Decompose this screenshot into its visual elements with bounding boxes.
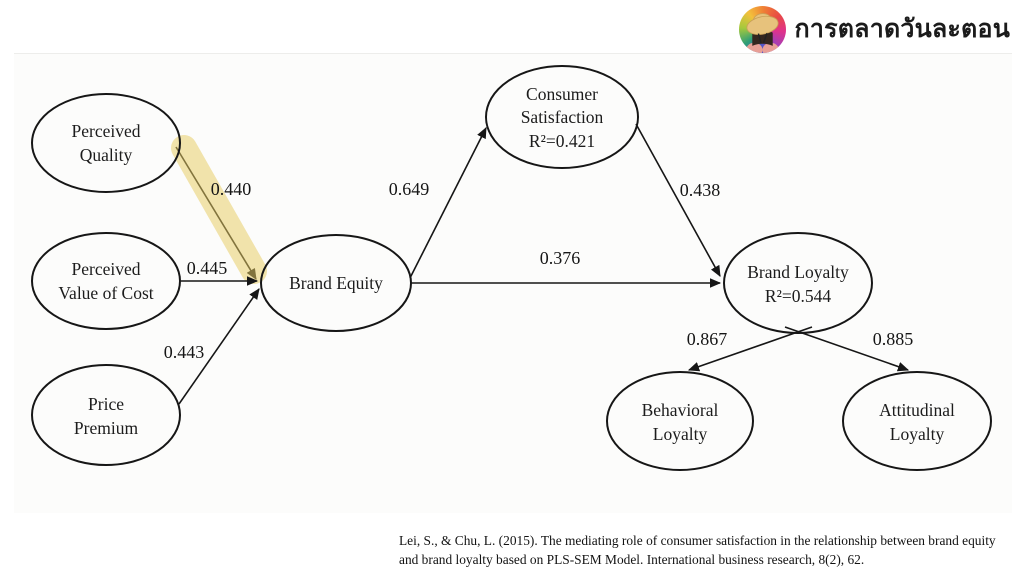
node-label: Brand Equity <box>289 273 383 293</box>
node-consumer-satisfaction: Consumer Satisfaction R²=0.421 <box>485 65 639 169</box>
coefficient-label-bl-attitudinal: 0.885 <box>873 329 914 349</box>
coefficient-label-pvc-be: 0.445 <box>187 258 228 278</box>
citation-line-1: Lei, S., & Chu, L. (2015). The mediating… <box>399 533 996 548</box>
straw-hat-person-icon <box>745 12 779 53</box>
node-ellipse <box>723 232 873 334</box>
coefficient-label-be-bl: 0.376 <box>540 248 581 268</box>
node-ellipse <box>31 93 181 193</box>
edge-consumer-satisfaction-to-brand-loyalty <box>635 123 721 277</box>
highlight-marker-band <box>171 135 267 284</box>
node-brand-loyalty: Brand Loyalty R²=0.544 <box>723 232 873 334</box>
node-label: Premium <box>74 418 139 438</box>
coefficient-label-cs-bl: 0.438 <box>680 180 721 200</box>
node-label: Brand Loyalty <box>747 262 849 282</box>
node-ellipse <box>31 232 181 330</box>
node-ellipse <box>485 65 639 169</box>
brand-logo-icon <box>738 5 786 53</box>
node-label: R²=0.544 <box>765 286 831 306</box>
node-perceived-value-of-cost: Perceived Value of Cost <box>31 232 181 330</box>
node-label: Price <box>88 394 124 414</box>
brand-name-text: การตลาดวันละตอน <box>794 15 1010 43</box>
node-ellipse <box>606 371 754 471</box>
node-ellipse <box>31 364 181 466</box>
node-label: R²=0.421 <box>529 131 595 151</box>
citation-block: Lei, S., & Chu, L. (2015). The mediating… <box>399 531 1015 569</box>
edge-brand-equity-to-consumer-satisfaction <box>409 127 487 279</box>
node-label: Quality <box>80 145 133 165</box>
coefficient-label-pq-be: 0.440 <box>211 179 252 199</box>
node-label: Perceived <box>72 259 141 279</box>
node-label: Loyalty <box>653 424 708 444</box>
coefficient-label-bl-behavioral: 0.867 <box>687 329 728 349</box>
brand-header: การตลาดวันละตอน <box>738 4 1010 54</box>
coefficient-label-be-cs: 0.649 <box>389 179 430 199</box>
node-behavioral-loyalty: Behavioral Loyalty <box>606 371 754 471</box>
node-ellipse <box>260 234 412 332</box>
node-label: Loyalty <box>890 424 945 444</box>
coefficient-label-pp-be: 0.443 <box>164 342 205 362</box>
node-label: Perceived <box>72 121 141 141</box>
node-price-premium: Price Premium <box>31 364 181 466</box>
node-ellipse <box>842 371 992 471</box>
edge-price-premium-to-brand-equity <box>178 288 260 405</box>
node-label: Consumer <box>526 84 598 104</box>
node-label: Value of Cost <box>58 283 153 303</box>
node-label: Behavioral <box>642 400 719 420</box>
node-brand-equity: Brand Equity <box>260 234 412 332</box>
edge-brand-loyalty-to-behavioral-loyalty <box>687 326 813 372</box>
node-perceived-quality: Perceived Quality <box>31 93 181 193</box>
node-label: Attitudinal <box>879 400 955 420</box>
node-attitudinal-loyalty: Attitudinal Loyalty <box>842 371 992 471</box>
citation-line-2: and brand loyalty based on PLS-SEM Model… <box>399 552 865 567</box>
edge-brand-loyalty-to-attitudinal-loyalty <box>784 326 910 372</box>
node-label: Satisfaction <box>521 107 604 127</box>
